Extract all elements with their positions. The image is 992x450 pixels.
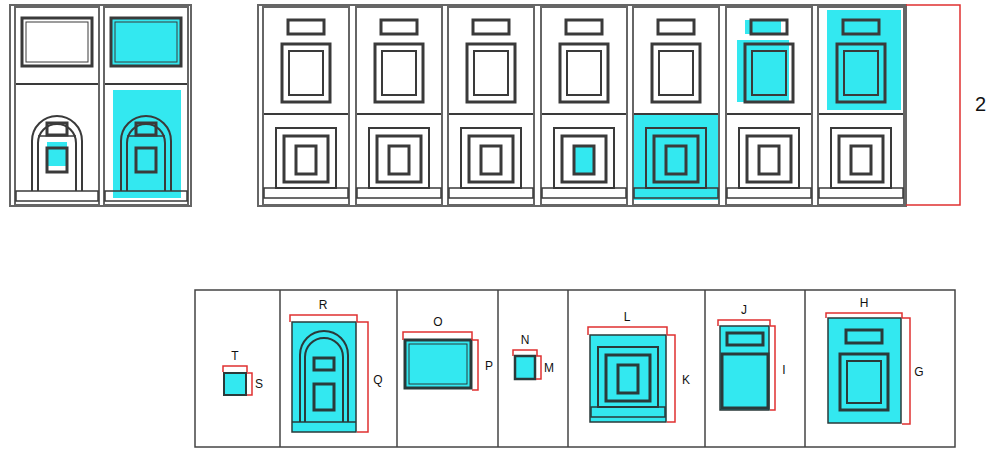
dimension-label: O	[431, 315, 444, 329]
dimension-label: I	[780, 363, 787, 377]
dimension-label: G	[912, 365, 925, 379]
dimension-label: R	[317, 298, 330, 312]
dimension-label: K	[680, 373, 692, 387]
components	[224, 318, 901, 432]
dimension-brackets	[223, 313, 910, 432]
dimension-label: M	[542, 361, 556, 375]
callout-number: 2	[973, 93, 988, 115]
dimension-label: S	[253, 377, 265, 391]
dimension-label: N	[519, 333, 532, 347]
dimension-label: J	[739, 303, 749, 317]
right-facades	[258, 5, 960, 206]
dimension-label: P	[483, 359, 495, 373]
dimension-label: Q	[371, 373, 384, 387]
component-table	[195, 290, 955, 447]
dimension-label: H	[858, 296, 871, 310]
dimension-label: T	[229, 349, 240, 363]
dimension-label: L	[622, 310, 633, 324]
left-facades	[10, 5, 191, 206]
